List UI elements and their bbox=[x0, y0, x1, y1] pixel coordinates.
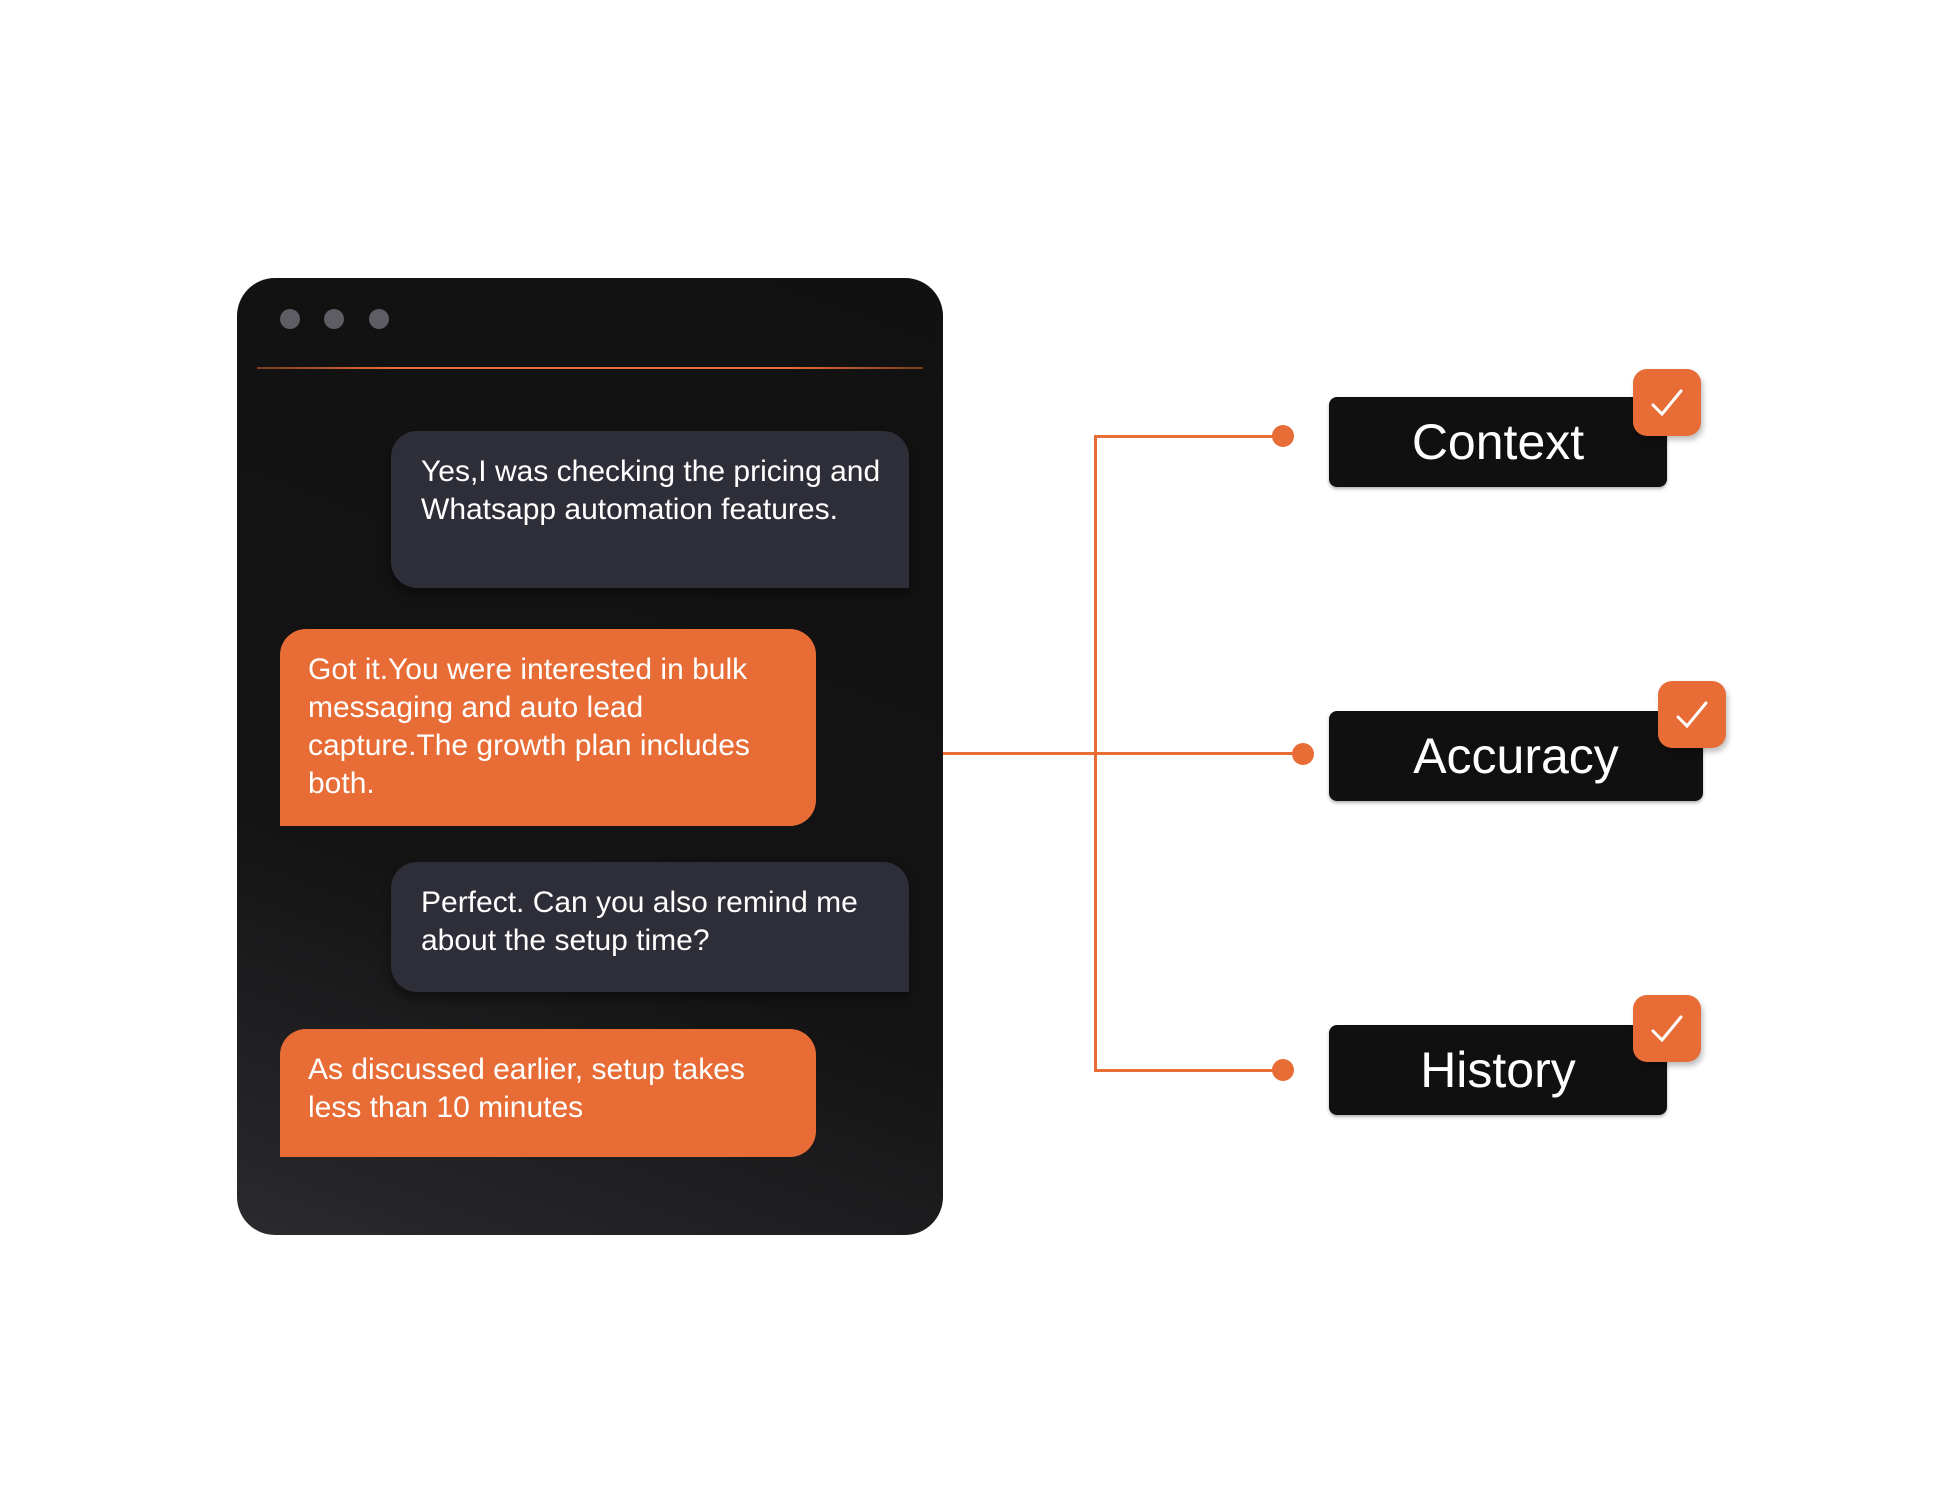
bot-message: As discussed earlier, setup takes less t… bbox=[280, 1029, 816, 1157]
header-divider bbox=[257, 367, 923, 369]
feature-label: Context bbox=[1411, 414, 1585, 470]
connector-dot bbox=[1292, 743, 1314, 765]
feature-label: Accuracy bbox=[1413, 728, 1619, 784]
window-dot-icon bbox=[324, 309, 344, 329]
connector-line bbox=[1094, 1069, 1284, 1072]
connector-dot bbox=[1272, 425, 1294, 447]
connector-line bbox=[943, 752, 1303, 755]
feature-history: History bbox=[1329, 1025, 1667, 1115]
feature-accuracy: Accuracy bbox=[1329, 711, 1703, 801]
connector-line bbox=[1094, 435, 1097, 1072]
window-dot-icon bbox=[280, 309, 300, 329]
window-dot-icon bbox=[369, 309, 389, 329]
check-icon bbox=[1633, 369, 1701, 436]
connector-line bbox=[1094, 435, 1284, 438]
bot-message: Got it.You were interested in bulk messa… bbox=[280, 629, 816, 826]
connector-dot bbox=[1272, 1059, 1294, 1081]
feature-context: Context bbox=[1329, 397, 1667, 487]
user-message: Yes,I was checking the pricing and Whats… bbox=[391, 431, 909, 588]
check-icon bbox=[1633, 995, 1701, 1062]
check-icon bbox=[1658, 681, 1726, 748]
user-message: Perfect. Can you also remind me about th… bbox=[391, 862, 909, 992]
feature-label: History bbox=[1420, 1042, 1576, 1098]
